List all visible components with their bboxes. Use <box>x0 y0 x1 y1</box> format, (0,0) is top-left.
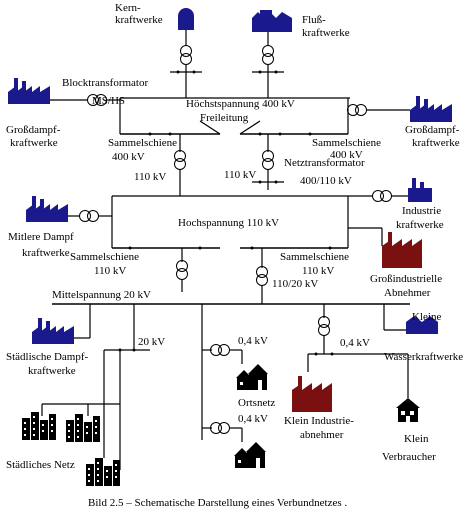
label-20kv: 20 kV <box>138 336 165 348</box>
label-sammel-ml1: Sammelschiene <box>70 251 139 263</box>
label-staedtnetz: Städliches Netz <box>6 459 75 471</box>
label-staedt1: Städlische Dampf- <box>6 351 89 363</box>
label-kleinverb1: Klein <box>404 433 429 445</box>
city-icon <box>22 412 120 486</box>
label-gross-right2: kraftwerke <box>412 137 460 149</box>
label-grossind2: Abnehmer <box>384 287 431 299</box>
label-blocktrafo: Blocktransformator <box>62 77 148 89</box>
label-110kv-b: 110 kV <box>224 169 256 181</box>
town-icon-2 <box>234 442 266 468</box>
label-gross-left1: Großdampf- <box>6 124 61 136</box>
label-sammel-ml2: 110 kV <box>94 265 126 277</box>
label-sammel-right1: Sammelschiene <box>312 137 381 149</box>
label-kleinwasser1: Kleine <box>412 311 441 323</box>
label-sammel-mr1: Sammelschiene <box>280 251 349 263</box>
label-sammel-right2: 400 kV <box>330 149 363 161</box>
city-steam-plant-icon <box>32 318 74 344</box>
label-kleinind1: Klein Industrie- <box>284 415 354 427</box>
label-mittel: Mittelspannung 20 kV <box>52 289 151 301</box>
label-hoechst: Höchstspannung 400 kV <box>186 98 295 110</box>
label-mshs: MS/HS <box>92 95 125 107</box>
industry-plant-transformer <box>372 190 392 202</box>
label-110kv-a: 110 kV <box>134 171 166 183</box>
block-transformer-fluss <box>262 45 274 65</box>
label-04kv-c: 0,4 kV <box>340 337 370 349</box>
label-netztrafo: Netztransformator <box>284 157 365 169</box>
mid-plant-transformer <box>79 210 99 222</box>
label-kern2: kraftwerke <box>115 14 163 26</box>
large-industry-factory-icon <box>382 232 422 268</box>
transformer-110-20-right <box>256 266 268 286</box>
ortsnetz-transformer-1 <box>210 344 230 356</box>
steam-plant-mid-icon <box>26 196 68 222</box>
block-transformer-kern <box>180 45 192 65</box>
label-kleinwasser2: Wasserkraftwerke <box>384 351 463 363</box>
ortsnetz-transformer-2 <box>210 422 230 434</box>
label-mittlere2: kraftwerke <box>22 247 70 259</box>
steam-plant-left-icon <box>8 78 50 104</box>
network-transformer-right <box>262 150 274 170</box>
label-trafo110-20: 110/20 kV <box>272 278 318 290</box>
figure-caption: Bild 2.5 – Schematische Darstellung eine… <box>88 497 347 509</box>
house-icon <box>396 398 420 422</box>
label-hochspannung: Hochspannung 110 kV <box>178 217 279 229</box>
transformer-110-20-left <box>176 260 188 280</box>
steam-plant-right-icon <box>410 96 452 122</box>
network-transformer-left <box>174 150 186 170</box>
nuclear-plant-icon <box>178 8 194 30</box>
label-mittlere1: Mitlere Dampf <box>8 231 74 243</box>
small-industry-factory-icon <box>292 376 332 412</box>
label-04kv-a: 0,4 kV <box>238 335 268 347</box>
label-04kv-b: 0,4 kV <box>238 413 268 425</box>
small-consumer-transformer <box>318 316 330 336</box>
label-kern: Kern- <box>115 2 141 14</box>
hydro-plant-icon <box>252 10 292 32</box>
town-icon <box>236 364 268 390</box>
industry-plant-icon <box>408 178 432 202</box>
label-kleinverb2: Verbraucher <box>382 451 436 463</box>
label-kleinind2: abnehmer <box>300 429 344 441</box>
label-freileitung: Freileitung <box>200 112 249 124</box>
label-gross-right1: Großdampf- <box>405 124 460 136</box>
label-netztrafo-v: 400/110 kV <box>300 175 352 187</box>
label-sammel-left1: Sammelschiene <box>108 137 177 149</box>
block-transformer-right <box>347 104 367 116</box>
label-gross-left2: kraftwerke <box>10 137 58 149</box>
label-industrie2: kraftwerke <box>396 219 444 231</box>
label-ortsnetz: Ortsnetz <box>238 397 275 409</box>
label-sammel-left2: 400 kV <box>112 151 145 163</box>
label-industrie1: Industrie <box>402 205 441 217</box>
small-hydro-plant-icon <box>406 316 438 334</box>
label-fluss2: kraftwerke <box>302 27 350 39</box>
label-fluss: Fluß- <box>302 14 326 26</box>
label-staedt2: kraftwerke <box>28 365 76 377</box>
label-sammel-mr2: 110 kV <box>302 265 334 277</box>
label-grossind1: Großindustrielle <box>370 273 442 285</box>
